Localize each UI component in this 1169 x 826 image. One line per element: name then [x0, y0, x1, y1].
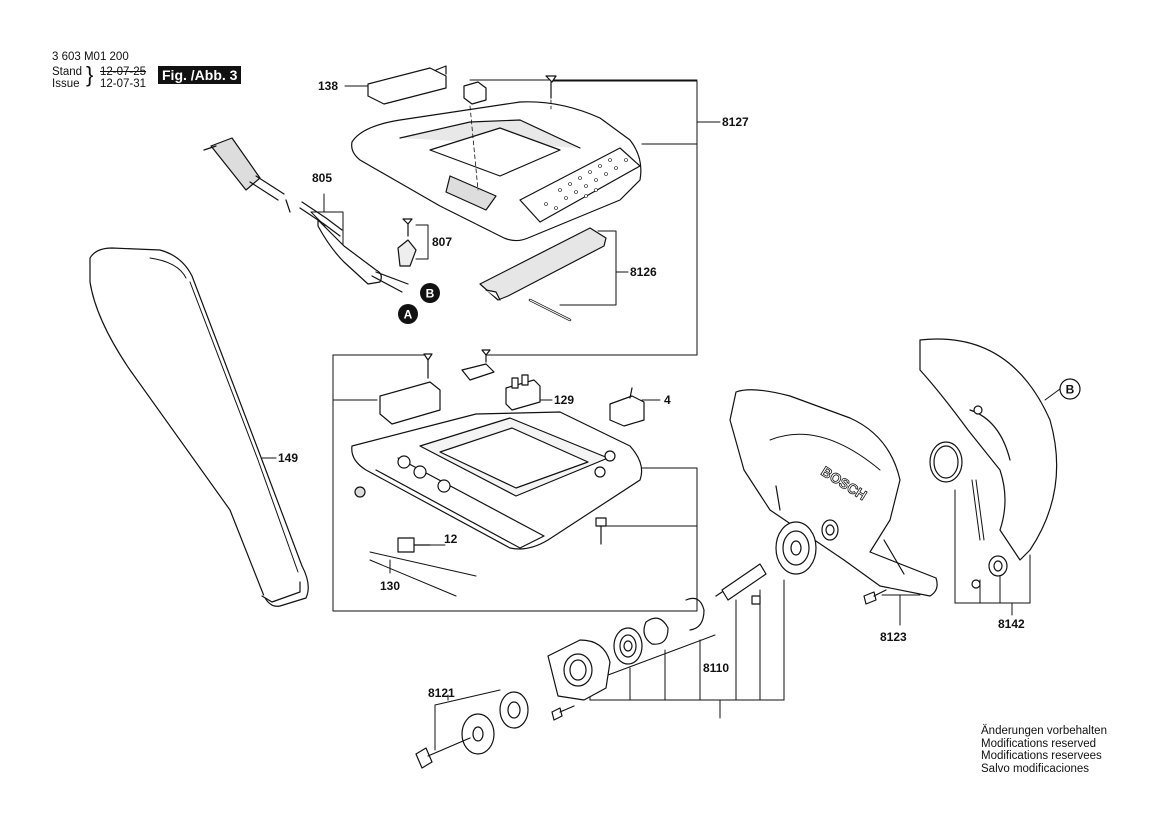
callout-129: 129 — [554, 393, 574, 407]
callout-149: 149 — [278, 451, 298, 465]
switch-assembly — [379, 353, 441, 425]
notice-line: Modifications reservees — [981, 750, 1102, 762]
dust-bag — [89, 247, 309, 607]
blade-bolt — [415, 737, 471, 769]
callout-8142: 8142 — [998, 617, 1025, 631]
issue-label: Issue — [52, 78, 80, 90]
svg-text:B: B — [426, 287, 435, 301]
svg-text:B: B — [1066, 383, 1075, 397]
circlip — [685, 597, 705, 631]
callout-8123: 8123 — [880, 630, 907, 644]
sensor — [461, 349, 495, 381]
small-bearing — [821, 519, 839, 541]
cable-clamp — [397, 218, 417, 267]
nut — [354, 486, 366, 498]
inner-flange — [461, 713, 495, 755]
issue-date: 12-07-31 — [100, 78, 147, 90]
spacer — [643, 617, 669, 645]
flange-screw — [551, 705, 575, 721]
callout-8127: 8127 — [722, 115, 749, 129]
notice-line: Änderungen vorbehalten — [981, 725, 1107, 737]
callout-130: 130 — [380, 579, 400, 593]
power-cord — [203, 137, 409, 293]
rail — [479, 227, 607, 322]
connector — [397, 537, 431, 553]
lower-shield — [919, 338, 1058, 561]
flange-housing — [547, 639, 611, 701]
callout-labels: 138 8127 805 807 8126 129 4 149 12 130 8… — [278, 79, 1025, 700]
marker-a: A — [398, 304, 418, 324]
wires — [369, 551, 477, 597]
svg-text:A: A — [404, 308, 413, 322]
marker-b-ref: B — [1059, 378, 1081, 400]
notice-line: Modifications reserved — [981, 737, 1097, 750]
callout-8121: 8121 — [428, 686, 455, 700]
callout-138: 138 — [318, 79, 338, 93]
callout-12: 12 — [444, 532, 458, 546]
screw — [545, 75, 557, 99]
callout-807: 807 — [432, 235, 452, 249]
part-number: 3 603 M01 200 — [52, 51, 129, 63]
terminal-block — [505, 374, 541, 411]
callout-805: 805 — [312, 171, 332, 185]
screw-bottom — [595, 517, 607, 545]
notice-line: Salvo modificaciones — [981, 762, 1090, 775]
o-ring — [929, 441, 963, 483]
switch-button — [463, 81, 487, 105]
micro-switch — [609, 387, 645, 427]
gear — [775, 521, 817, 575]
bearing-ring — [971, 555, 1008, 589]
brace-icon: } — [86, 62, 94, 87]
base-housing — [351, 411, 643, 550]
shaft — [715, 563, 767, 601]
key — [751, 595, 761, 605]
stand-date: 12-07-25 — [100, 66, 147, 78]
leader-lines — [261, 79, 1061, 751]
blade-guard — [729, 389, 938, 597]
modifications-notice: Änderungen vorbehalten Modifications res… — [981, 725, 1107, 775]
bearing — [613, 627, 643, 665]
callout-8126: 8126 — [630, 265, 657, 279]
lid — [367, 65, 447, 105]
callout-8110: 8110 — [703, 661, 729, 675]
figure-label: Fig. /Abb. 3 — [158, 66, 242, 84]
stand-label: Stand — [52, 66, 83, 78]
guard-screw — [863, 589, 887, 605]
top-cover — [351, 101, 642, 242]
outer-flange — [499, 691, 529, 729]
marker-b: B — [420, 283, 440, 303]
callout-4: 4 — [664, 393, 671, 407]
spring — [971, 479, 985, 541]
